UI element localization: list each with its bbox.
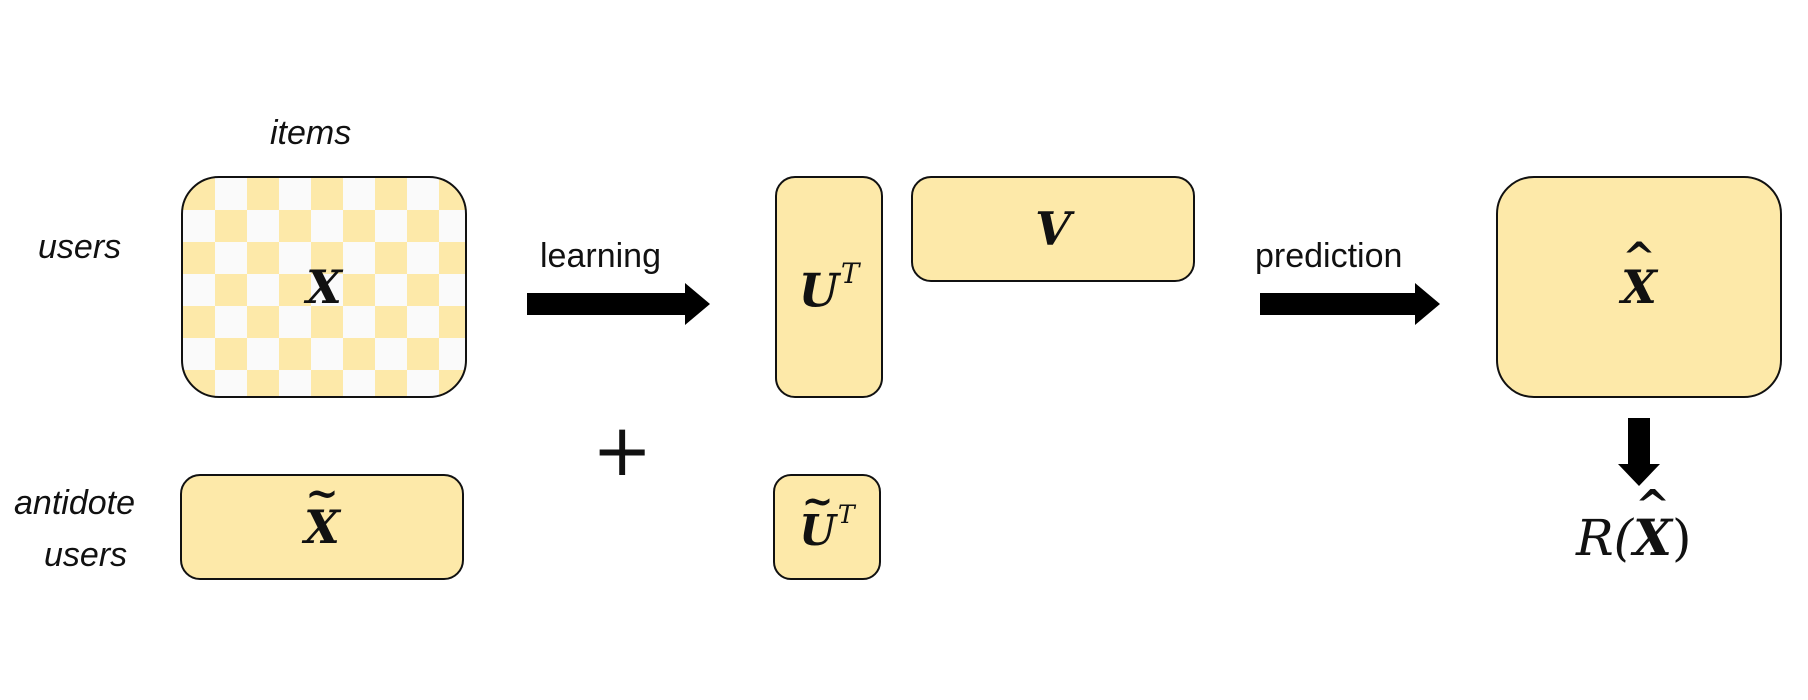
- ranking-result-base: X: [1633, 508, 1672, 567]
- matrix-u-tilde-transpose: ~ U T: [773, 474, 881, 580]
- matrix-u-tilde-base: U: [799, 505, 836, 555]
- matrix-u-transpose: UT: [775, 176, 883, 398]
- learning-arrow: [527, 283, 710, 325]
- matrix-x-hat-base: X: [1621, 260, 1657, 314]
- hat-mark-result: ^: [1634, 481, 1671, 530]
- users-label: users: [38, 228, 122, 266]
- antidote-label-line1: antidote: [14, 484, 135, 522]
- learning-label: learning: [540, 237, 661, 275]
- transpose-sup: T: [840, 257, 860, 291]
- plus-sign: +: [592, 408, 653, 492]
- tilde-mark-u: ~: [801, 477, 834, 523]
- matrix-u-transpose-symbol: UT: [799, 257, 860, 314]
- matrix-v: V: [911, 176, 1195, 282]
- transpose-sup-tilde: T: [837, 500, 855, 530]
- items-label: items: [270, 114, 352, 152]
- prediction-label: prediction: [1255, 237, 1403, 275]
- ranking-function: R(: [1576, 509, 1634, 567]
- ranking-close-paren: ): [1671, 509, 1692, 567]
- ranking-arrow: [1618, 418, 1660, 486]
- matrix-x-symbol: X: [306, 260, 342, 314]
- matrix-x-hat-symbol: ^ X: [1621, 238, 1657, 311]
- matrix-v-symbol: V: [1035, 202, 1071, 256]
- hat-mark: ^: [1622, 234, 1656, 281]
- matrix-u-tilde-transpose-symbol: ~ U T: [799, 481, 855, 551]
- prediction-arrow: [1260, 283, 1440, 325]
- tilde-mark: ~: [305, 470, 339, 517]
- matrix-x-tilde-symbol: ~ X: [304, 474, 340, 551]
- antidote-label-line2: users: [44, 536, 128, 574]
- ranking-result: R( ^ X ): [1576, 485, 1692, 568]
- matrix-x-tilde-base: X: [304, 500, 340, 554]
- matrix-x-tilde: ~ X: [180, 474, 464, 580]
- matrix-u-base: U: [798, 263, 839, 318]
- matrix-x-hat: ^ X: [1496, 176, 1782, 398]
- matrix-x: X: [181, 176, 467, 398]
